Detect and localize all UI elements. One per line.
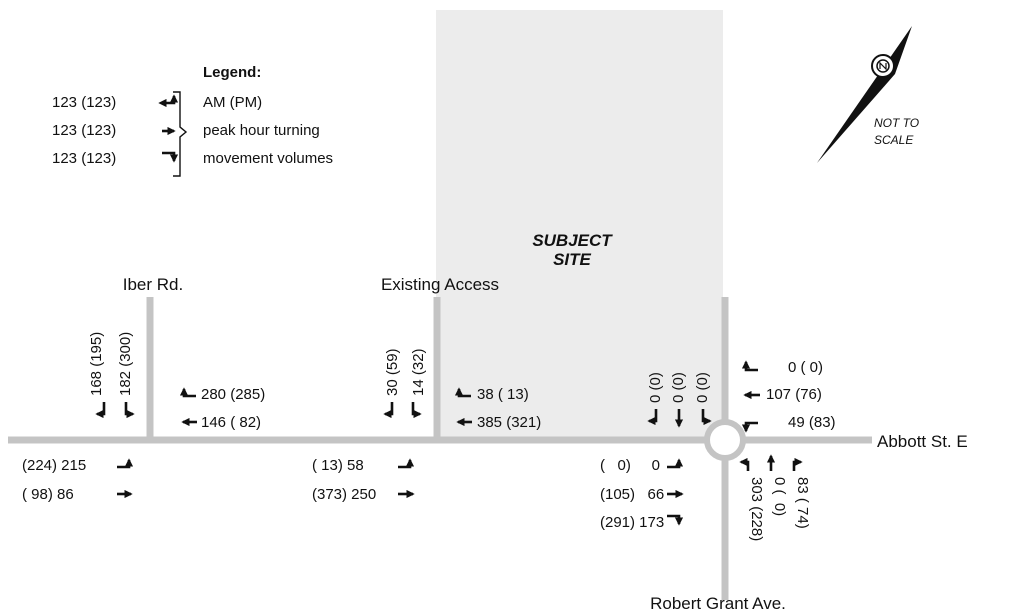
rg-sb-right-volume: 0 (0) xyxy=(647,372,664,403)
not-to-scale-line1: NOT TO xyxy=(874,116,919,130)
legend-line-2: peak hour turning xyxy=(203,122,320,139)
iber-wb-right-volume: 280 (285) xyxy=(201,386,265,403)
rg-eb-through-volume: (105) 66 xyxy=(600,486,664,503)
existing-access-label: Existing Access xyxy=(381,275,499,294)
rg-eb-left-volume: ( 0) 0 xyxy=(600,457,660,474)
site-label-line2: SITE xyxy=(553,250,591,269)
access-eb-left-arrow xyxy=(398,458,415,469)
abbott-st-label: Abbott St. E xyxy=(877,432,968,451)
rg-nb-through-volume: 0 ( 0) xyxy=(771,477,788,516)
robert-grant-volumes: 0 (0) 0 (0) 0 (0) 0 ( 0) 107 (76) 49 (83… xyxy=(600,359,836,541)
rg-wb-left-volume: 49 (83) xyxy=(788,414,836,431)
rg-wb-through-volume: 107 (76) xyxy=(766,386,822,403)
iber-wb-through-volume: 146 ( 82) xyxy=(201,414,261,431)
legend-title: Legend: xyxy=(203,64,261,81)
iber-eb-through-volume: ( 98) 86 xyxy=(22,486,74,503)
access-wb-right-volume: 38 ( 13) xyxy=(477,386,529,403)
iber-sb-right-arrow xyxy=(95,402,106,419)
iber-eb-left-arrow xyxy=(117,458,134,469)
access-volumes: 30 (59) 14 (32) 38 ( 13) 385 (321) ( 13)… xyxy=(312,348,541,503)
iber-sb-left-volume: 182 (300) xyxy=(117,332,134,396)
iber-sb-right-volume: 168 (195) xyxy=(88,332,105,396)
rg-sb-left-arrow xyxy=(701,409,712,426)
rg-eb-right-arrow xyxy=(667,514,684,526)
north-arrow-icon xyxy=(817,26,912,163)
road-network xyxy=(8,297,872,600)
rg-nb-left-volume: 303 (228) xyxy=(748,477,765,541)
iber-eb-left-volume: (224) 215 xyxy=(22,457,86,474)
iber-sb-left-arrow xyxy=(124,402,135,419)
roundabout xyxy=(704,419,746,461)
legend-sample-through: 123 (123) xyxy=(52,122,116,139)
access-sb-left-arrow xyxy=(411,402,422,419)
legend: Legend: 123 (123) 123 (123) 123 (123) AM… xyxy=(52,64,333,177)
legend-line-3: movement volumes xyxy=(203,150,333,167)
subject-site-area xyxy=(436,10,723,438)
rg-sb-right-arrow xyxy=(647,409,658,426)
rg-eb-right-volume: (291) 173 xyxy=(600,514,664,531)
robert-grant-label: Robert Grant Ave. xyxy=(650,594,786,613)
access-sb-right-volume: 30 (59) xyxy=(384,348,401,396)
access-eb-left-volume: ( 13) 58 xyxy=(312,457,364,474)
legend-right-turn-arrow xyxy=(162,151,179,163)
access-sb-right-arrow xyxy=(383,402,394,419)
access-sb-left-volume: 14 (32) xyxy=(410,348,427,396)
access-wb-right-arrow xyxy=(454,387,471,398)
iber-rd-volumes: 168 (195) 182 (300) 280 (285) 146 ( 82) … xyxy=(22,332,265,503)
iber-wb-right-arrow xyxy=(179,387,196,398)
rg-wb-left-arrow xyxy=(741,421,758,433)
rg-nb-right-arrow xyxy=(792,457,803,471)
rg-nb-left-arrow xyxy=(739,457,750,471)
rg-wb-uturn-volume: 0 ( 0) xyxy=(788,359,823,376)
legend-left-turn-arrow xyxy=(162,94,179,105)
rg-nb-right-volume: 83 ( 74) xyxy=(794,477,811,529)
iber-rd-label: Iber Rd. xyxy=(123,275,183,294)
rg-wb-uturn-arrow xyxy=(741,360,758,372)
legend-brace xyxy=(173,91,188,177)
rg-sb-left-volume: 0 (0) xyxy=(694,372,711,403)
legend-sample-left: 123 (123) xyxy=(52,94,116,111)
legend-sample-right: 123 (123) xyxy=(52,150,116,167)
access-wb-through-volume: 385 (321) xyxy=(477,414,541,431)
rg-eb-left-arrow xyxy=(667,458,684,469)
not-to-scale-line2: SCALE xyxy=(874,133,914,147)
access-eb-through-volume: (373) 250 xyxy=(312,486,376,503)
rg-sb-through-volume: 0 (0) xyxy=(670,372,687,403)
site-label-line1: SUBJECT xyxy=(532,231,613,250)
legend-line-1: AM (PM) xyxy=(203,94,262,111)
